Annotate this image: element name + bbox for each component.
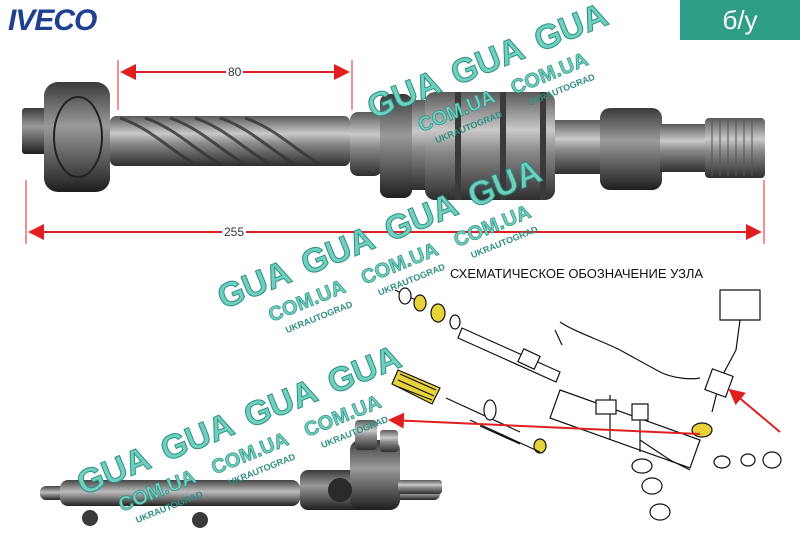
schematic-diagram [391,287,782,521]
condition-badge: б/у [680,0,800,40]
pointer-arrows [388,388,781,435]
dimension-label-80: 80 [226,65,244,79]
dimension-255 [25,180,765,244]
shaft-photo [22,82,765,200]
steering-rack-photo [40,420,442,528]
schematic-title: СХЕМАТИЧЕСКОЕ ОБОЗНАЧЕНИЕ УЗЛА [450,266,704,281]
brand-logo: IVECO [8,4,97,37]
dimension-label-255: 255 [222,225,247,239]
